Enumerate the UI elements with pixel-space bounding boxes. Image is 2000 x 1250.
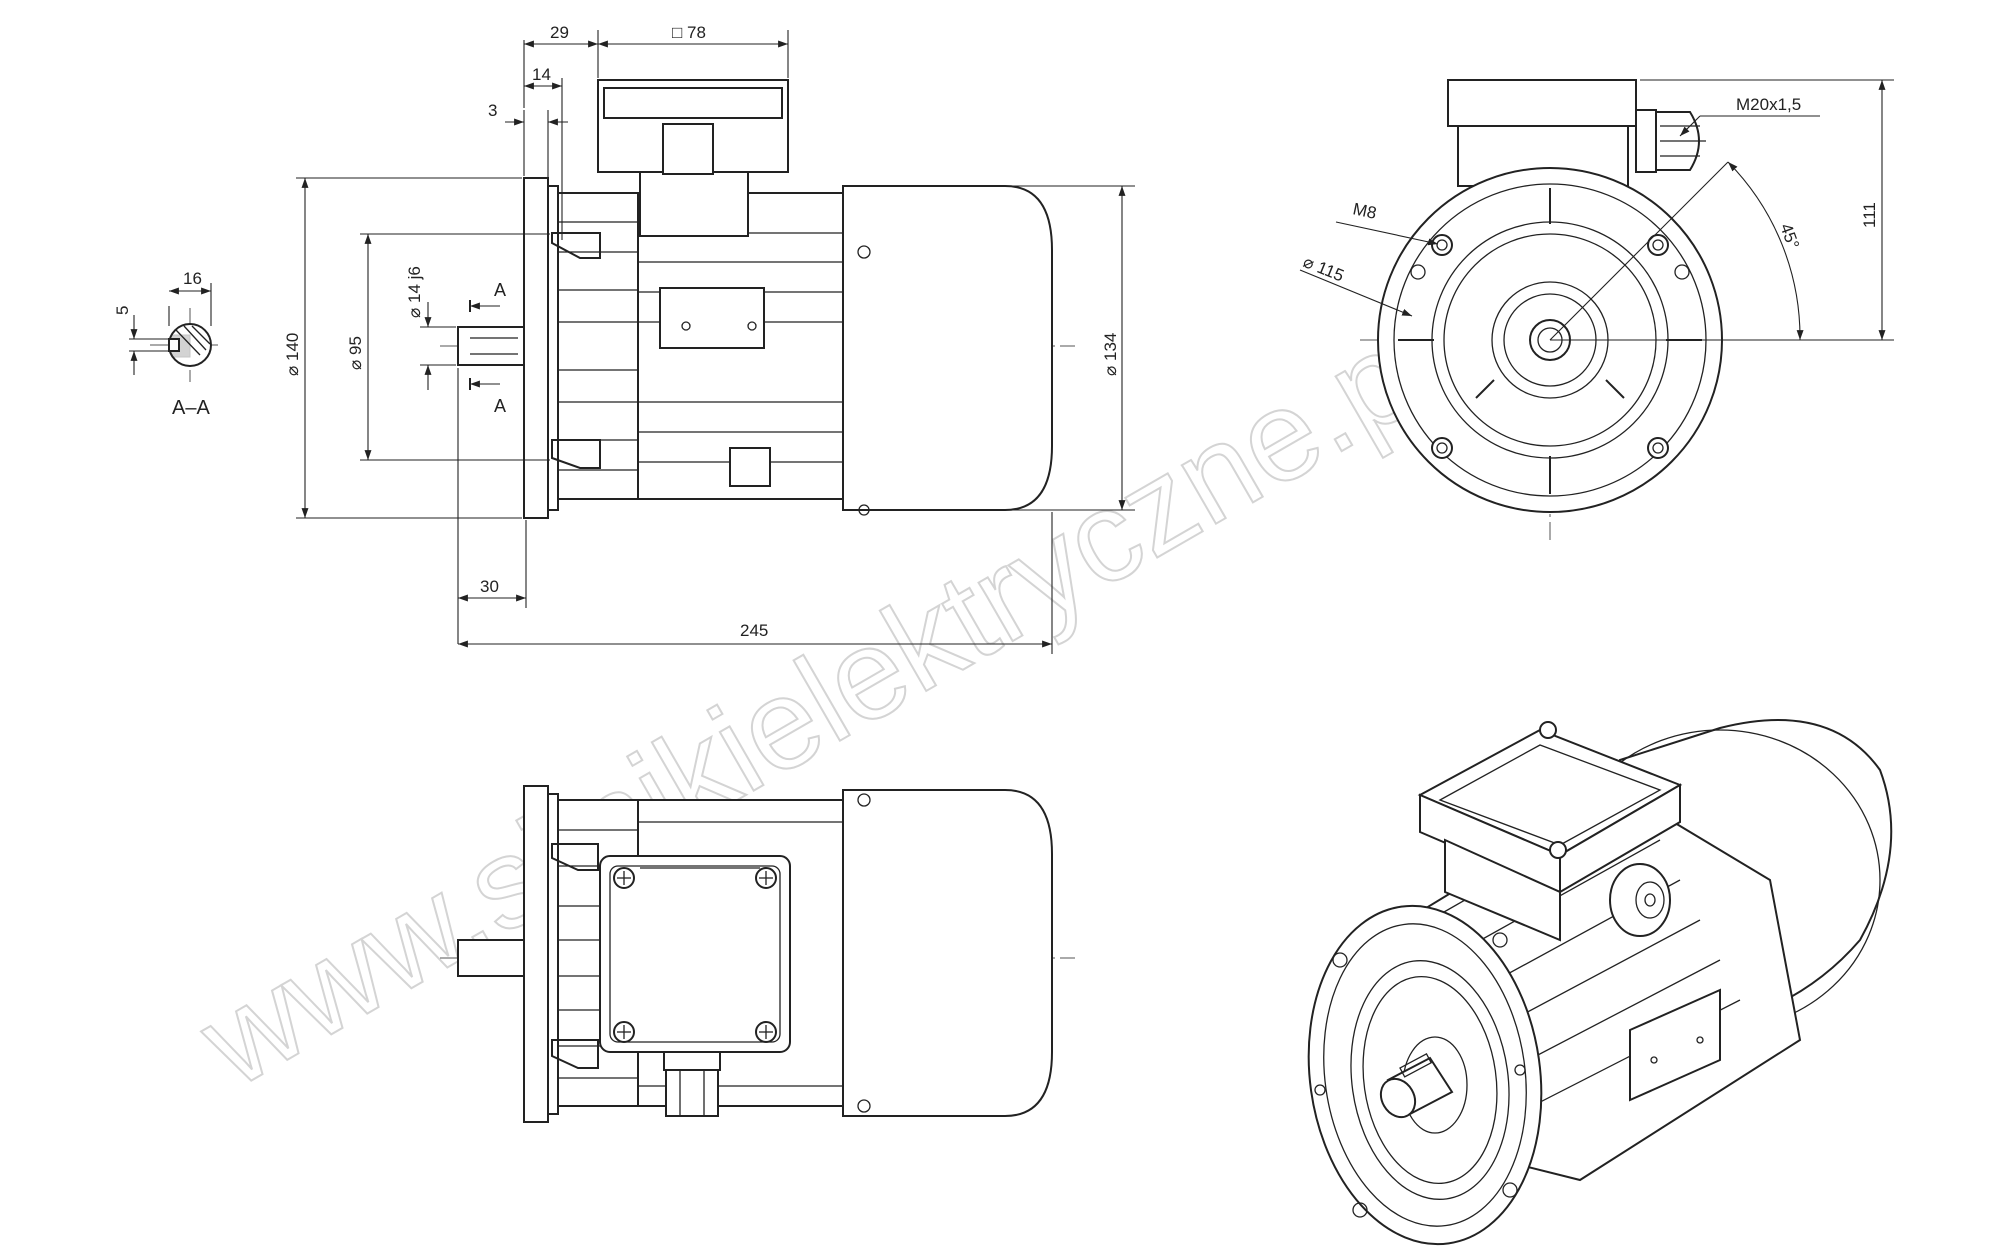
dim-shaft-diameter: ⌀ 14 j6 xyxy=(405,266,424,318)
dim-key-height: 5 xyxy=(113,306,132,315)
dim-offset-14: 14 xyxy=(532,65,551,84)
top-view xyxy=(440,785,1075,1123)
side-view: ⌀ 140 ⌀ 95 ⌀ 14 j6 A A 3 14 29 xyxy=(283,23,1135,654)
dim-terminal-box: □ 78 xyxy=(672,23,706,42)
isometric-view xyxy=(1307,719,1893,1246)
cut-mark-bottom: A xyxy=(494,396,506,416)
dim-offset-29: 29 xyxy=(550,23,569,42)
dim-overall-length: 245 xyxy=(740,621,768,640)
dim-offset-3: 3 xyxy=(488,101,497,120)
dim-frame-diameter: ⌀ 134 xyxy=(1101,333,1120,376)
dim-angle: 45° xyxy=(1776,221,1803,252)
dim-key-width: 16 xyxy=(183,269,202,288)
front-view: M8 ⌀ 115 M20x1,5 45° 111 xyxy=(1299,79,1894,540)
dim-bolt-thread: M8 xyxy=(1351,199,1378,222)
bolt-holes xyxy=(1410,234,1690,459)
section-view-a-a: 16 5 A–A xyxy=(113,269,218,419)
dim-gland-thread: M20x1,5 xyxy=(1736,95,1801,114)
section-label: A–A xyxy=(172,397,210,419)
dim-pitch-circle: ⌀ 115 xyxy=(1301,252,1347,285)
dim-spigot-diameter: ⌀ 95 xyxy=(346,336,365,370)
cut-mark-top: A xyxy=(494,280,506,300)
dim-shaft-length: 30 xyxy=(480,577,499,596)
dim-flange-diameter: ⌀ 140 xyxy=(283,333,302,376)
dim-box-height: 111 xyxy=(1860,202,1879,228)
